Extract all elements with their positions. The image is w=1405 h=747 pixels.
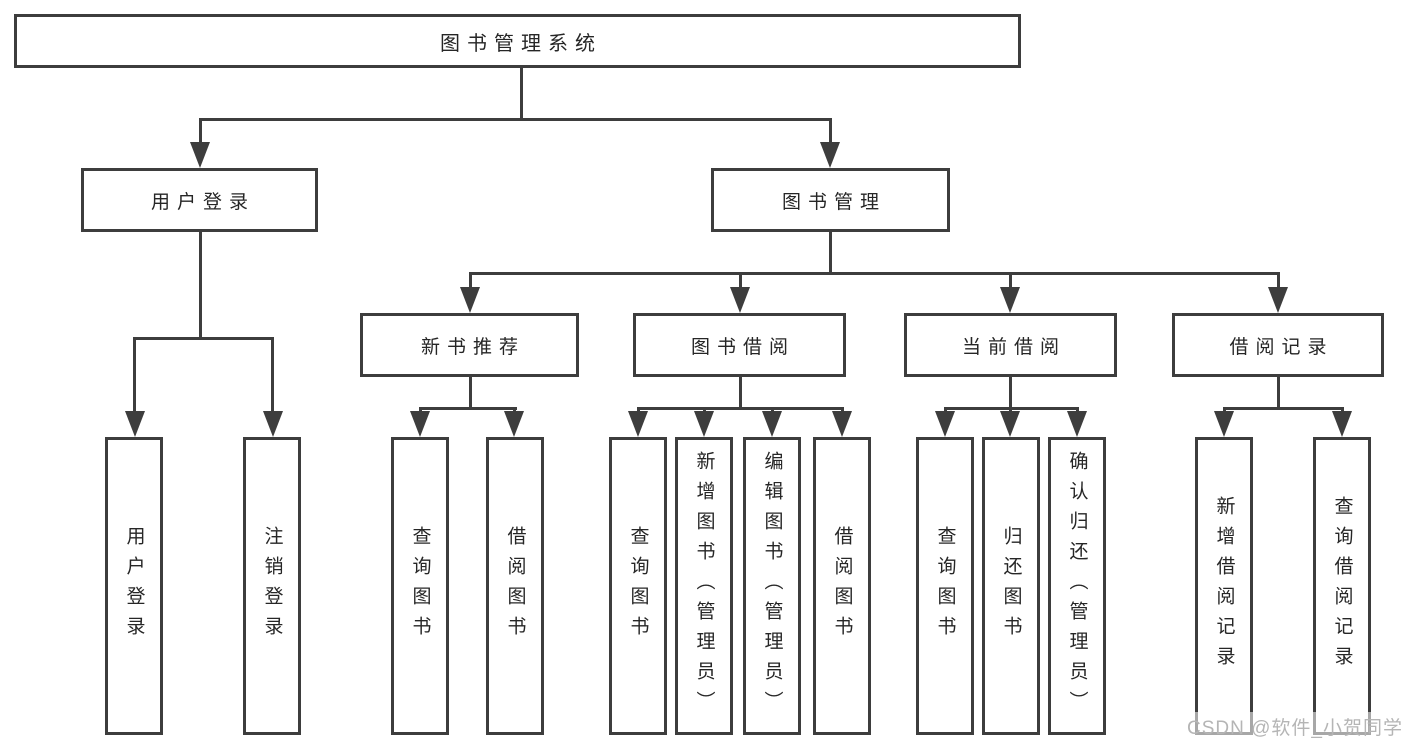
node-new-book-recommend: 新书推荐 [360, 313, 579, 377]
connector-line [829, 118, 832, 146]
leaf-borrow-books-recommend: 借阅图书 [486, 437, 544, 735]
leaf-label: 查询图书 [934, 526, 956, 646]
connector-line [199, 118, 202, 146]
arrow-down-icon [694, 411, 714, 437]
node-current-borrow: 当前借阅 [904, 313, 1117, 377]
connector-line [1277, 377, 1280, 407]
leaf-label: 查询图书 [409, 526, 431, 646]
leaf-add-book-admin: 新增图书（管理员） [675, 437, 733, 735]
connector-line [637, 407, 844, 410]
node-book-borrow: 图书借阅 [633, 313, 846, 377]
leaf-label: 查询图书 [627, 526, 649, 646]
connector-line [419, 407, 517, 410]
leaf-label: 确认归还（管理员） [1066, 451, 1088, 721]
leaf-label: 查询借阅记录 [1331, 496, 1353, 676]
leaf-logout: 注销登录 [243, 437, 301, 735]
leaf-query-books-current: 查询图书 [916, 437, 974, 735]
connector-line [739, 377, 742, 407]
arrow-down-icon [730, 287, 750, 313]
arrow-down-icon [1332, 411, 1352, 437]
arrow-down-icon [820, 142, 840, 168]
leaf-edit-book-admin: 编辑图书（管理员） [743, 437, 801, 735]
node-book-management: 图书管理 [711, 168, 950, 232]
connector-line [1009, 377, 1012, 407]
leaf-label: 新增图书（管理员） [693, 451, 715, 721]
arrow-down-icon [460, 287, 480, 313]
arrow-down-icon [1000, 411, 1020, 437]
leaf-query-borrow-record: 查询借阅记录 [1313, 437, 1371, 735]
leaf-query-books-borrow: 查询图书 [609, 437, 667, 735]
connector-line [133, 337, 136, 415]
arrow-down-icon [504, 411, 524, 437]
arrow-down-icon [832, 411, 852, 437]
connector-line [133, 337, 274, 340]
connector-line [469, 272, 1280, 275]
leaf-label: 归还图书 [1000, 526, 1022, 646]
arrow-down-icon [1067, 411, 1087, 437]
leaf-borrow-books-borrow: 借阅图书 [813, 437, 871, 735]
connector-line [469, 377, 472, 407]
arrow-down-icon [125, 411, 145, 437]
leaf-user-login: 用户登录 [105, 437, 163, 735]
arrow-down-icon [762, 411, 782, 437]
arrow-down-icon [1214, 411, 1234, 437]
node-user-login: 用户登录 [81, 168, 318, 232]
csdn-watermark: CSDN @软件_小贺同学 [1183, 712, 1405, 741]
node-root: 图书管理系统 [14, 14, 1021, 68]
leaf-add-borrow-record: 新增借阅记录 [1195, 437, 1253, 735]
leaf-confirm-return-admin: 确认归还（管理员） [1048, 437, 1106, 735]
leaf-label: 编辑图书（管理员） [761, 451, 783, 721]
arrow-down-icon [190, 142, 210, 168]
connector-line [829, 232, 832, 272]
node-borrow-records: 借阅记录 [1172, 313, 1384, 377]
connector-line [1009, 272, 1012, 290]
arrow-down-icon [263, 411, 283, 437]
arrow-down-icon [935, 411, 955, 437]
arrow-down-icon [1000, 287, 1020, 313]
arrow-down-icon [410, 411, 430, 437]
arrow-down-icon [1268, 287, 1288, 313]
leaf-label: 借阅图书 [831, 526, 853, 646]
leaf-label: 用户登录 [123, 526, 145, 646]
connector-line [469, 272, 472, 290]
connector-line [199, 232, 202, 337]
connector-line [739, 272, 742, 290]
connector-line [199, 118, 832, 121]
leaf-query-books-recommend: 查询图书 [391, 437, 449, 735]
leaf-return-book: 归还图书 [982, 437, 1040, 735]
leaf-label: 借阅图书 [504, 526, 526, 646]
connector-line [520, 68, 523, 118]
arrow-down-icon [628, 411, 648, 437]
leaf-label: 新增借阅记录 [1213, 496, 1235, 676]
leaf-label: 注销登录 [261, 526, 283, 646]
connector-line [271, 337, 274, 415]
connector-line [1277, 272, 1280, 290]
connector-line [1223, 407, 1344, 410]
